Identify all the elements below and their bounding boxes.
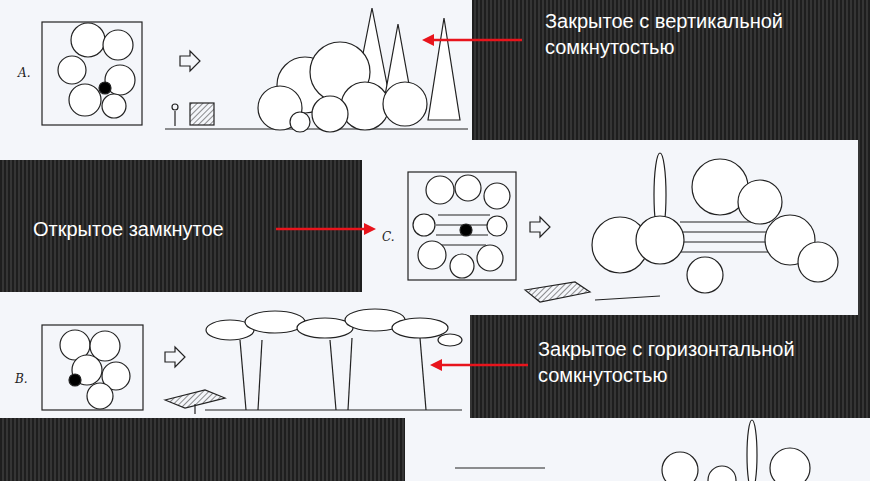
panel-letter: B. [15, 372, 28, 388]
space-type-caption: Закрытое с горизонтальной сомкнутостью [538, 336, 848, 388]
space-type-caption: Открытое замкнутое [33, 216, 224, 242]
panel-letter: C. [382, 230, 395, 246]
panel-letter: A. [18, 66, 30, 82]
space-type-caption: Закрытое с вертикальной сомкнутостью [545, 8, 845, 60]
